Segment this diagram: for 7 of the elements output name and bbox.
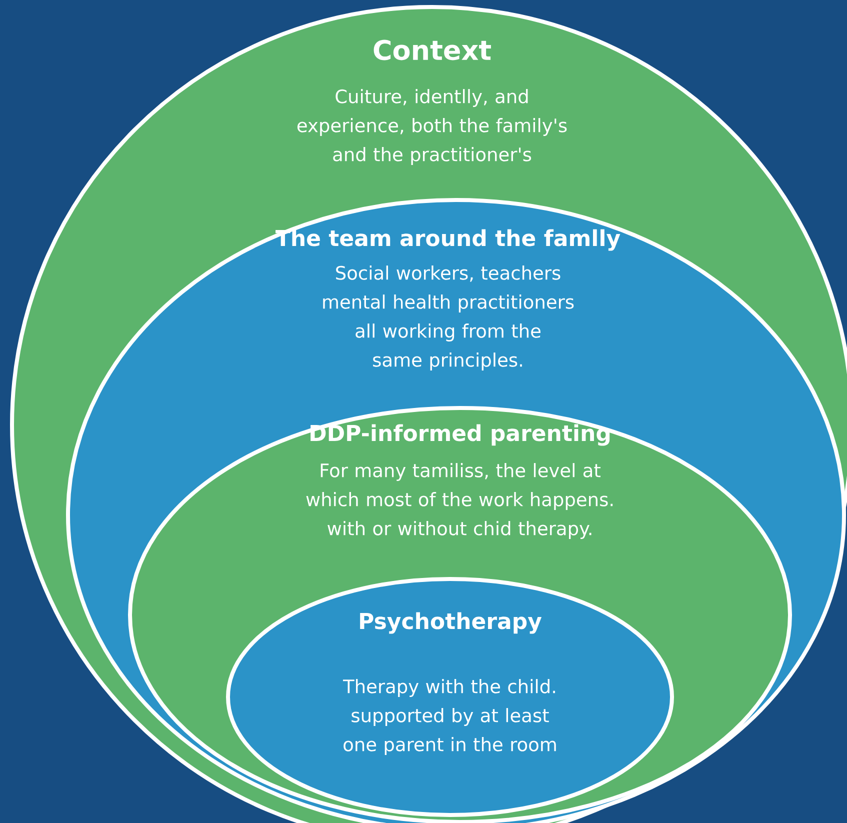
heading: DDP-informed parenting [310, 424, 610, 446]
heading: Psychotherapy [360, 612, 542, 634]
description: Cuiture, identlly, and experience, both the family's and the practitioner's [297, 89, 567, 165]
description: Therapy with the child. supported by at least one parent in the room [342, 679, 556, 755]
description: Social workers, teachers mental health practitioners all working from the same principles. [323, 266, 574, 370]
description: For many tamiliss, the level at which most of the work happens. with or without chid therapy. [306, 463, 613, 539]
heading: Context [374, 40, 491, 60]
